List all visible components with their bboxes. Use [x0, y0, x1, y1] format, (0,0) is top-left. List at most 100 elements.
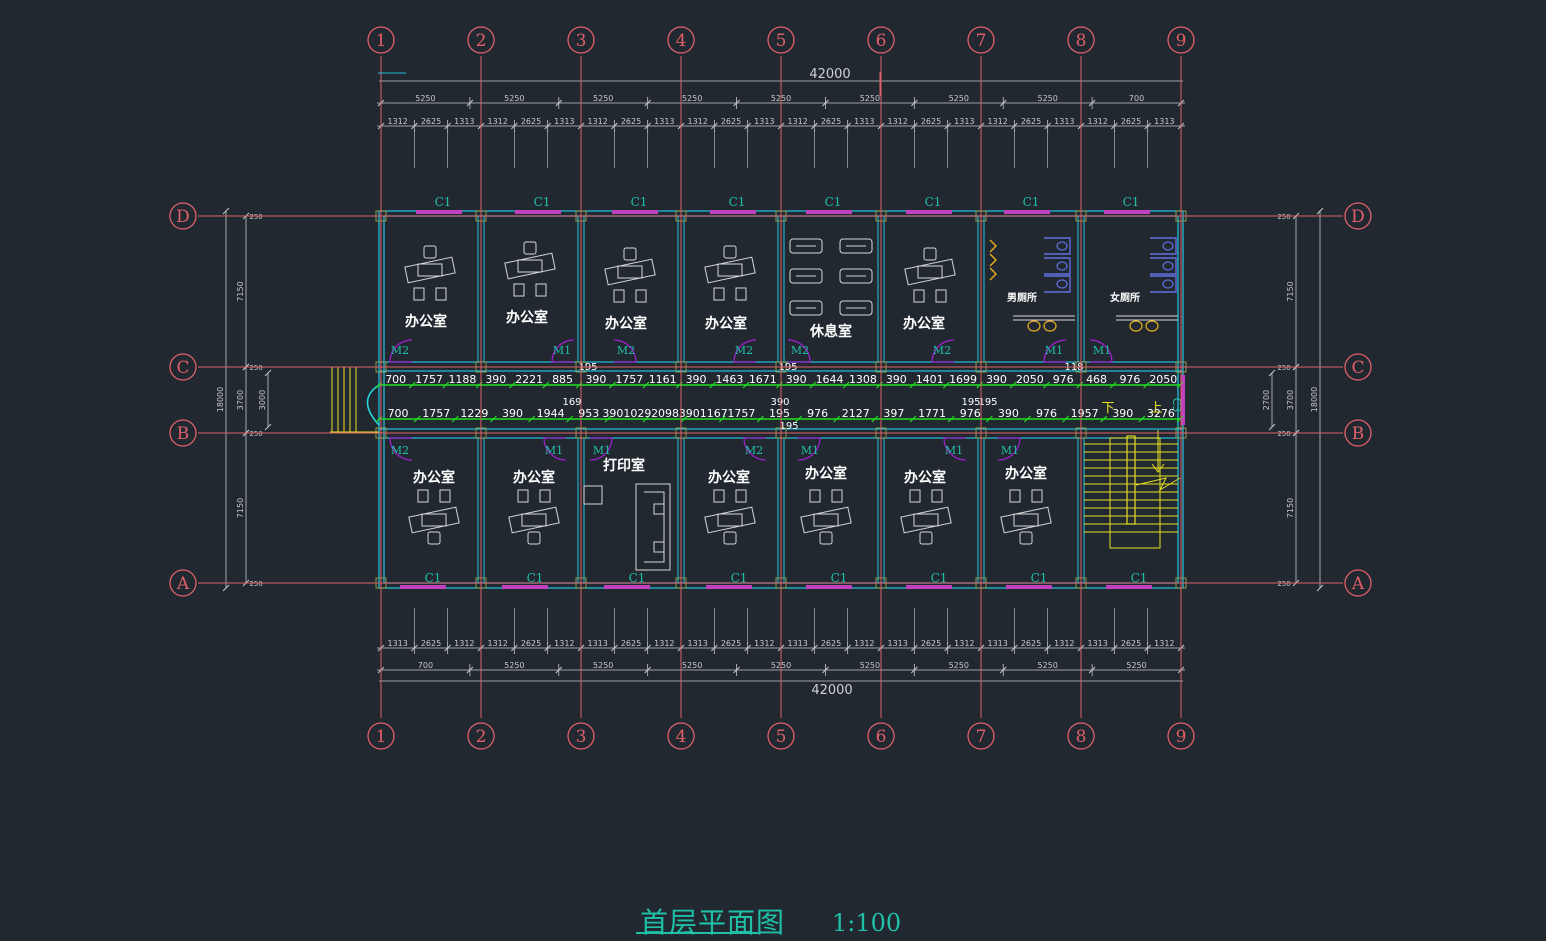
- bottom-part-dim-tick: [510, 644, 518, 652]
- window-tag-bottom: C1: [527, 571, 544, 585]
- door-top-8-swing: [1089, 339, 1113, 363]
- toilet-stall-3: [1150, 237, 1177, 255]
- door-top-5-swing: [787, 339, 811, 363]
- bottom-bay-dim-tick: [1088, 666, 1096, 674]
- corridor-dim-upper-value: 1699: [949, 373, 977, 386]
- bottom-part-dim-tick: [1110, 644, 1118, 652]
- grid-lines: [198, 56, 1343, 718]
- toilet-bowl-4: [1162, 261, 1174, 271]
- room-label-top-6: 男厕所: [1007, 291, 1037, 304]
- bottom-part-dim-value: 1313: [887, 639, 907, 648]
- top-bay-dim-value: 5250: [415, 94, 435, 103]
- room-label-bottom-4: 办公室: [805, 465, 847, 482]
- corridor-dim-lower-value: 397: [883, 407, 904, 420]
- office-bottom-1-stool: [539, 489, 551, 503]
- top-part-dim-value: 1312: [387, 117, 407, 126]
- corridor-dim-upper-value: 390: [886, 373, 907, 386]
- office-top-3-monitor: [717, 263, 743, 277]
- axis-bubble-top-1-circle: [367, 26, 395, 54]
- bottom-part-dim-tick: [544, 644, 552, 652]
- door-bot-5-tag: M1: [801, 444, 819, 457]
- office-bottom-2-desk: [704, 506, 756, 534]
- axis-bubble-left-A-circle: [169, 569, 197, 597]
- office-bottom-1-chair: [527, 531, 541, 545]
- sink-3: [1145, 320, 1159, 332]
- corridor-dim-upper-value: 2050: [1016, 373, 1044, 386]
- corridor-dim-upper-value: 390: [485, 373, 506, 386]
- top-bay-dim-tick: [910, 99, 918, 107]
- bottom-bay-dim-tick: [466, 666, 474, 674]
- corridor-misc-value: 195: [961, 397, 980, 408]
- office-top-2-stool: [613, 289, 625, 303]
- top-bay-dim-tick: [733, 99, 740, 107]
- office-bottom-5-stool: [1031, 489, 1043, 503]
- office-bottom-1-stool: [517, 489, 529, 503]
- bottom-bay-dim-value: 5250: [504, 661, 524, 670]
- bottom-part-dim-tick: [444, 644, 452, 652]
- window-tag-bottom: C1: [629, 571, 646, 585]
- corridor-dim-upper-tick: [1109, 381, 1117, 389]
- office-bottom-4-stool: [909, 489, 921, 503]
- bottom-part-dim-value: 1312: [1154, 639, 1174, 648]
- door-top-1-swing: [389, 339, 413, 363]
- window-bottom: [806, 585, 852, 589]
- bottom-part-dim-tick: [1144, 644, 1152, 652]
- top-bay-dim-value: 700: [1129, 94, 1144, 103]
- office-top-1-chair: [523, 241, 537, 255]
- right-offset-b: 250: [1277, 430, 1290, 438]
- corridor-dim-upper-tick: [1143, 381, 1151, 389]
- corridor-dim-lower-tick: [1062, 415, 1069, 423]
- corridor-dim-upper-tick: [909, 381, 917, 389]
- office-bottom-2-monitor: [717, 513, 743, 527]
- door-bot-7-tag: M1: [1001, 444, 1019, 457]
- left-offset-b: 250: [249, 430, 262, 438]
- door-bot-3-swing: [589, 437, 613, 461]
- top-part-dim-value: 2625: [821, 117, 841, 126]
- lounge-sofa-2: [789, 268, 823, 284]
- corridor-dim-lower-tick: [1100, 415, 1108, 423]
- corridor-dim-upper-value: 976: [1053, 373, 1074, 386]
- axis-bubble-bottom-3-label: 3: [576, 727, 587, 747]
- corridor-dim-lower-tick: [1138, 415, 1146, 423]
- corridor-dim-upper-value: 700: [385, 373, 406, 386]
- corridor-dim-upper-value: 885: [552, 373, 573, 386]
- top-part-dim-value: 2625: [421, 117, 441, 126]
- door-bot-2-swing: [543, 437, 567, 461]
- corridor-dim-lower-tick: [413, 415, 421, 423]
- bottom-part-dim-tick: [410, 644, 418, 652]
- plan-scale: 1:100: [832, 909, 902, 937]
- window-tag-bottom: C1: [931, 571, 948, 585]
- top-part-dim-tick: [1010, 122, 1018, 130]
- window-top: [515, 210, 561, 214]
- lounge-sofa-3: [839, 268, 873, 284]
- axis-bubble-top-2-circle: [467, 26, 495, 54]
- bottom-part-dim-value: 1312: [454, 639, 474, 648]
- top-bay-dim-tick: [644, 99, 652, 107]
- room-label-bottom-1: 办公室: [513, 469, 555, 486]
- top-bay-dim-value: 5250: [682, 94, 702, 103]
- room-label-top-0: 办公室: [405, 313, 447, 330]
- top-bay-dim-tick: [822, 99, 829, 107]
- lounge-sofa-4: [789, 300, 823, 316]
- right-offset-d: 250: [1277, 213, 1290, 221]
- corridor-dim-upper-tick: [1043, 381, 1050, 389]
- office-bottom-0-monitor: [421, 513, 447, 527]
- toilet-stall-4: [1150, 257, 1177, 275]
- window-top: [906, 210, 952, 214]
- bottom-part-dim-value: 2625: [521, 639, 541, 648]
- corridor-dim-lower-tick: [1024, 415, 1031, 423]
- corridor-dim-upper-value: 390: [585, 373, 606, 386]
- window-bottom: [604, 585, 650, 589]
- room-label-top-5: 办公室: [903, 315, 945, 332]
- window-tag-bottom: C1: [831, 571, 848, 585]
- door-top-6-swing: [931, 339, 955, 363]
- room-label-bottom-5: 办公室: [904, 469, 946, 486]
- bottom-bay-dim-tick: [999, 666, 1007, 674]
- toilet-bowl-3: [1162, 241, 1174, 251]
- entrance-door-swing: [366, 384, 380, 426]
- top-part-dim-value: 2625: [721, 117, 741, 126]
- corridor-dim-lower-tick: [680, 415, 688, 423]
- bottom-bay-dim-tick: [555, 666, 563, 674]
- axis-bubble-right-B-label: B: [1352, 424, 1365, 444]
